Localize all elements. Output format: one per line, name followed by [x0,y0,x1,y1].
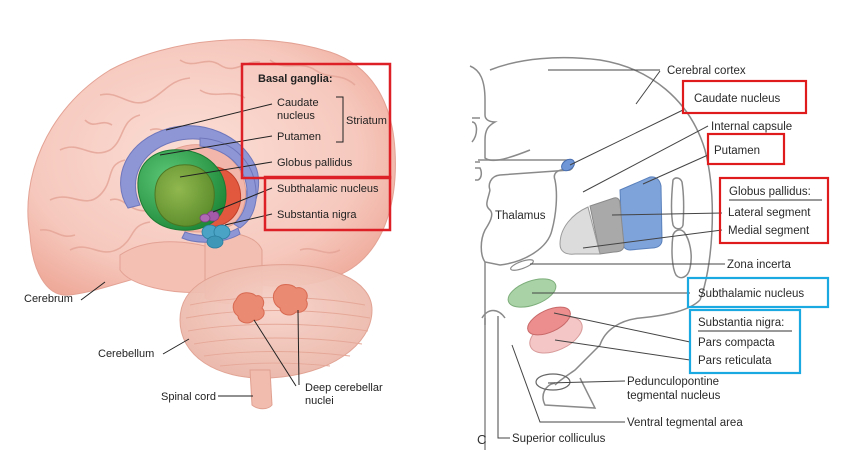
label-cerebral-cortex: Cerebral cortex [667,65,746,77]
label-putamen: Putamen [277,131,321,143]
putamen-highlight-box [706,132,786,166]
midline-small-outline [471,117,480,163]
right-leader-lines [497,69,725,439]
lower-wall-outline [554,299,701,386]
midline-top-outline [469,65,531,162]
label-internal-capsule: Internal capsule [711,121,792,133]
label-pars-reticulata: Pars reticulata [698,355,772,367]
label-pars-compacta: Pars compacta [698,337,775,349]
substantia-nigra-shape [201,224,231,249]
basal-ganglia-heading: Basal ganglia: [258,73,333,85]
label-subthalamic-nucleus: Subthalamic nucleus [277,183,379,195]
claustrum-outline-2 [671,229,692,279]
label-substantia-nigra: Substantia nigra [277,209,357,221]
zona-incerta-shape [510,259,534,271]
subthalamic-nucleus-highlight-box [686,276,830,309]
label-striatum: Striatum [346,115,387,127]
label-substantia-nigra-heading: Substantia nigra: [698,317,784,329]
label-deep-cerebellar-line1: Deep cerebellar [305,382,383,394]
left-brain-illustration [27,39,396,410]
label-ventral-tegmental-area: Ventral tegmental area [627,417,743,429]
label-globus-pallidus-heading: Globus pallidus: [729,186,811,198]
cortex-outline [489,56,714,301]
substantia-nigra-highlight-box [688,308,802,375]
panel-letter: C [477,432,486,447]
globus-pallidus-shape [154,164,215,227]
caudate-nucleus-highlight-box [681,79,808,115]
ventricle-outline [478,159,574,191]
label-caudate-line2: nucleus [277,110,315,122]
left-leader-lines [80,96,344,397]
cerebellum-shape [179,264,373,379]
label-medial-segment: Medial segment [728,225,810,237]
label-superior-colliculus: Superior colliculus [512,433,606,445]
label-cerebrum: Cerebrum [24,293,73,305]
deep-cerebellar-nucleus-left [232,292,265,324]
pons-outline [542,377,597,409]
label-lateral-segment: Lateral segment [728,207,811,219]
thalamus-outline [480,168,571,266]
subthalamic-nucleus-shape-2 [199,213,211,223]
right-coronal-diagram [469,56,714,450]
label-globus-pallidus: Globus pallidus [277,157,353,169]
spinal-cord-shape [249,369,273,410]
label-cerebellum: Cerebellum [98,348,154,360]
deep-cerebellar-nucleus-right [272,284,308,316]
superior-colliculus-arch [481,309,506,325]
label-zona-incerta: Zona incerta [727,259,792,271]
globus-pallidus-medial-shape [559,206,601,255]
label-pedunculopontine-line1: Pedunculopontine [627,376,719,388]
subthalamic-substantia-highlight-box [263,175,392,232]
label-caudate-nucleus: Caudate nucleus [694,93,781,105]
pedunculopontine-shape [535,373,571,391]
label-deep-cerebellar-line2: nuclei [305,395,334,407]
label-thalamus: Thalamus [495,210,546,222]
label-putamen-right: Putamen [714,145,760,157]
ventricle-left-outline [475,167,483,181]
label-spinal-cord: Spinal cord [161,391,216,403]
claustrum-outline-1 [670,177,685,230]
globus-pallidus-highlight-box [718,176,830,245]
label-pedunculopontine-line2: tegmental nucleus [627,390,721,402]
label-subthalamic-nucleus-right: Subthalamic nucleus [698,288,804,300]
caudate-nucleus-shape-right [561,158,575,172]
label-caudate-line1: Caudate [277,97,319,109]
globus-pallidus-lateral-shape [589,197,625,255]
